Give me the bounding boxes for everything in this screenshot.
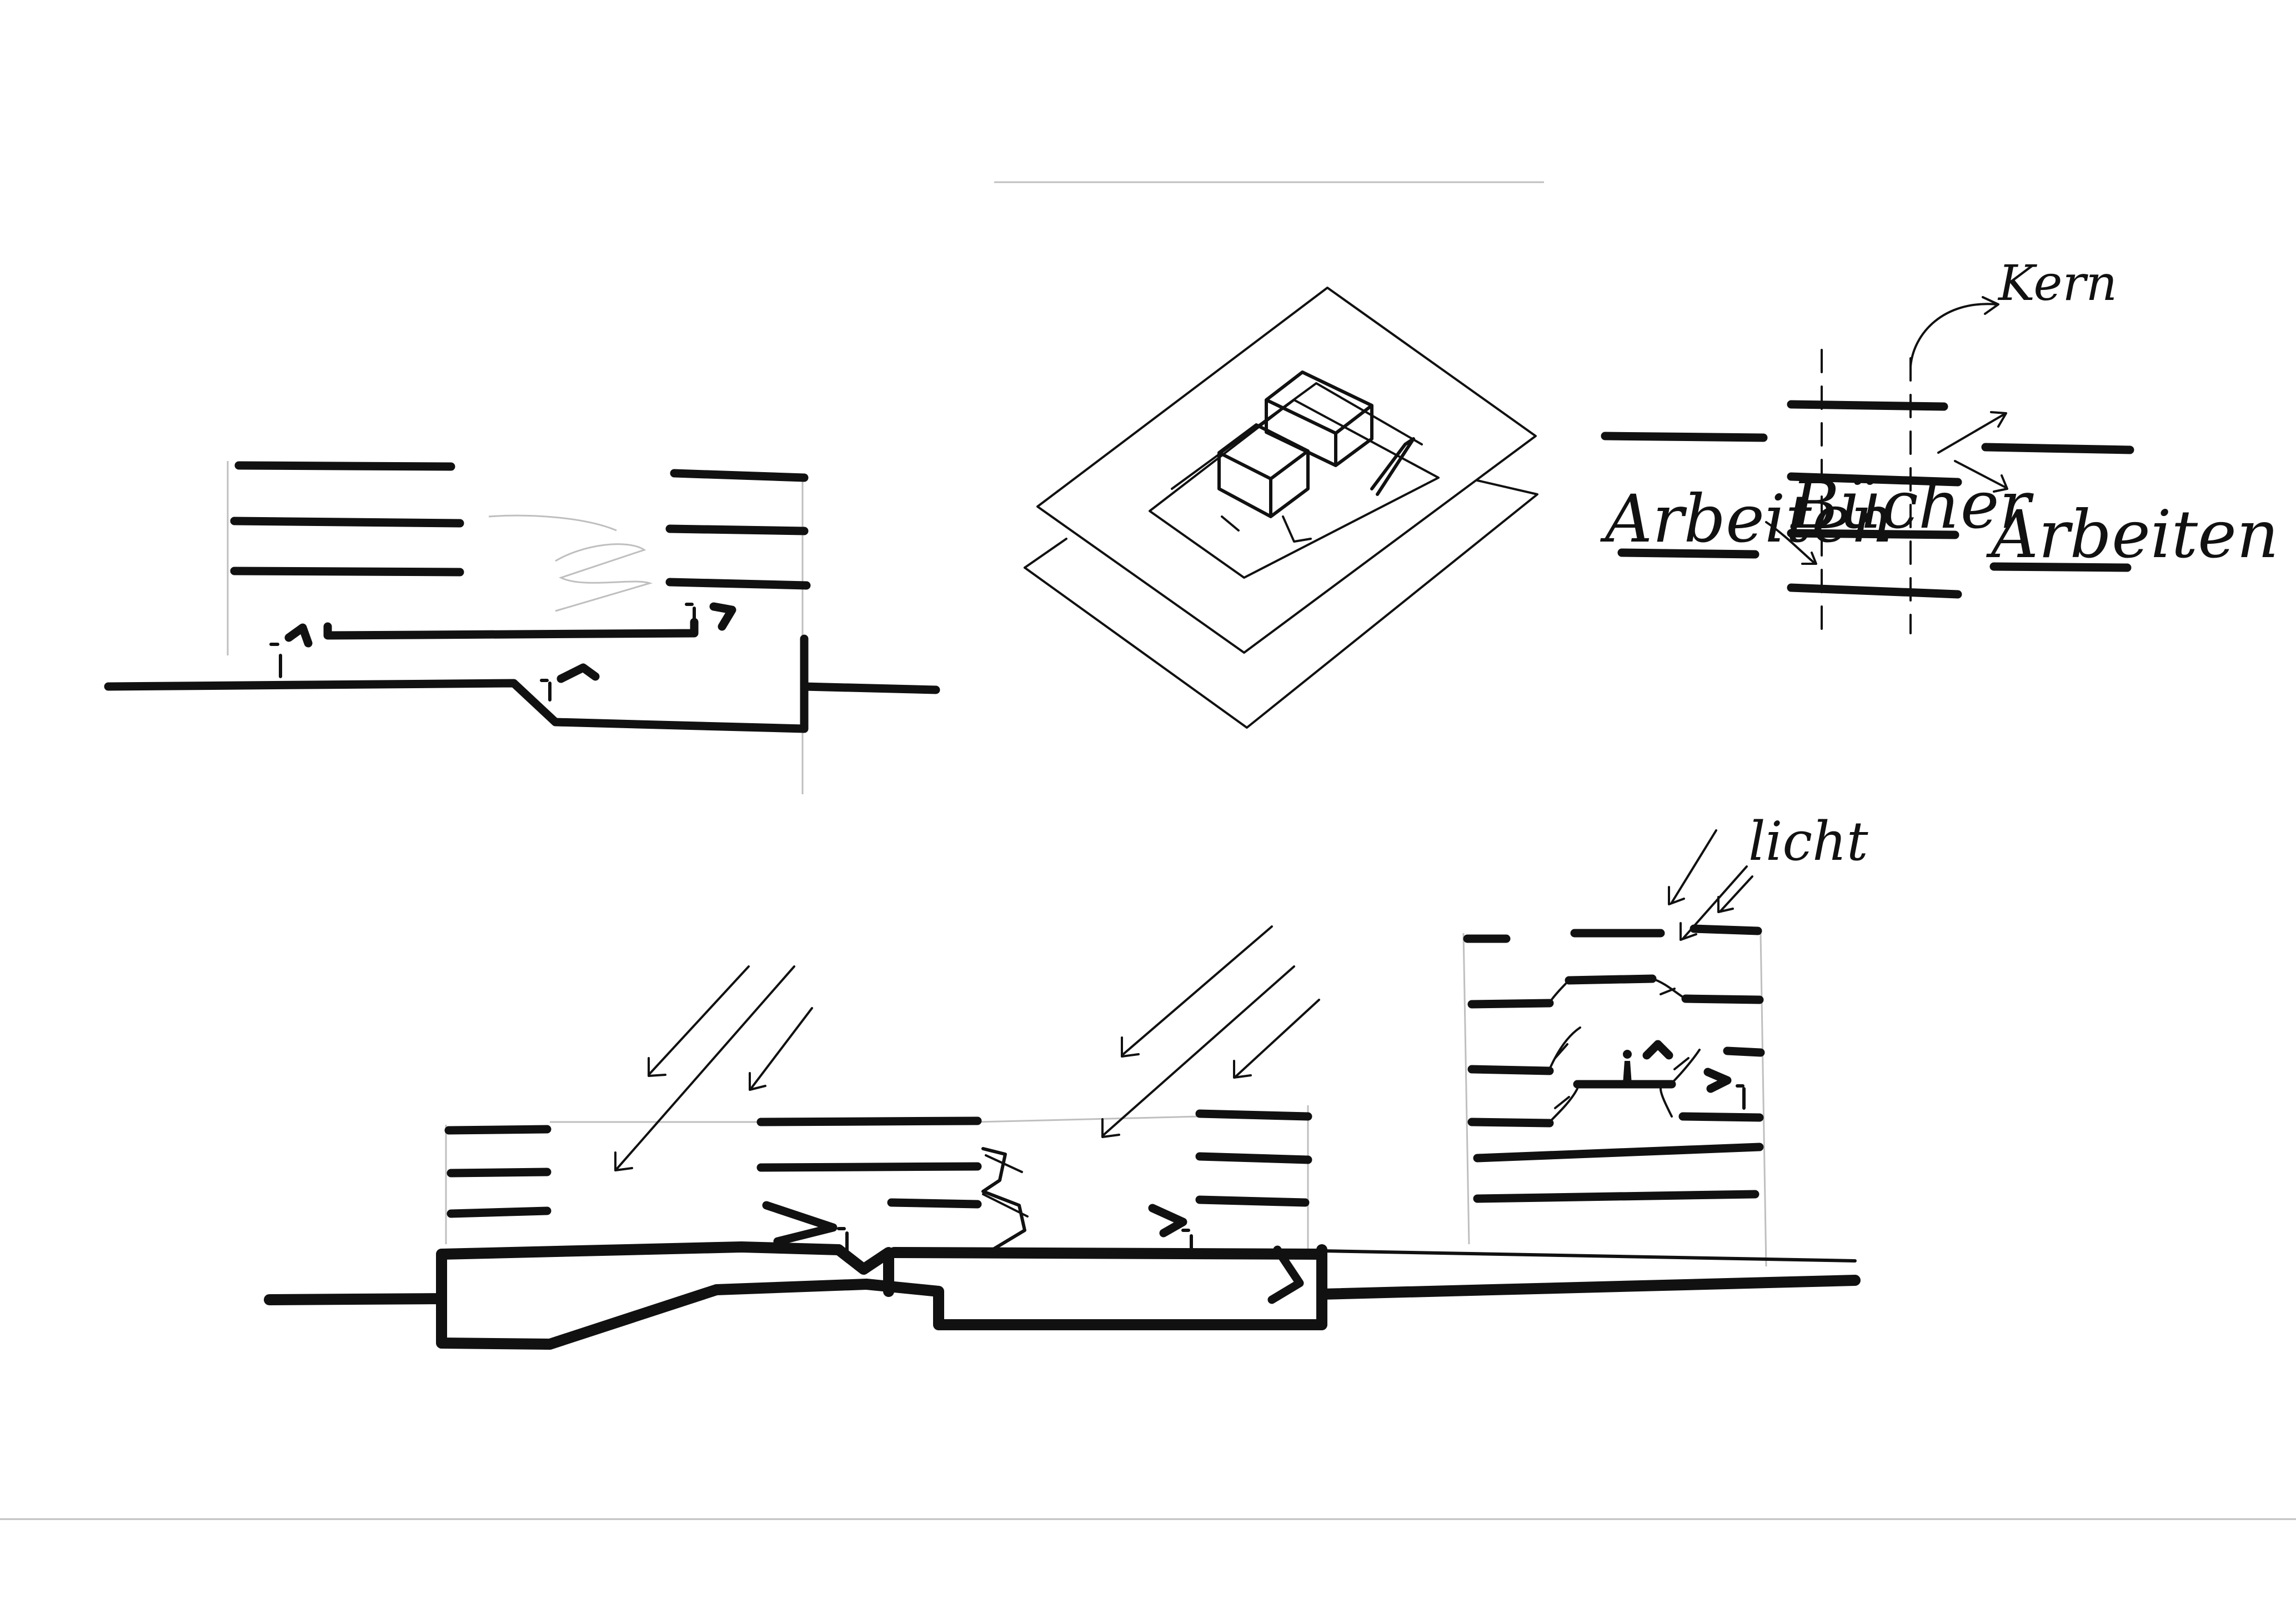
section-sketch-bottom: licht — [269, 810, 1868, 1344]
section-sketch-top-left — [108, 461, 936, 794]
page-divider-lines — [0, 182, 2296, 1519]
label-kern: Kern — [1997, 254, 2117, 312]
axonometric-sketch — [1025, 288, 1537, 728]
program-diagram: Kern Arbeiten Bücher Arbeiten — [1600, 254, 2279, 639]
figure-icon — [1623, 1050, 1632, 1084]
label-arbeiten-right: Arbeiten — [1986, 496, 2279, 573]
label-licht: licht — [1748, 810, 1868, 873]
